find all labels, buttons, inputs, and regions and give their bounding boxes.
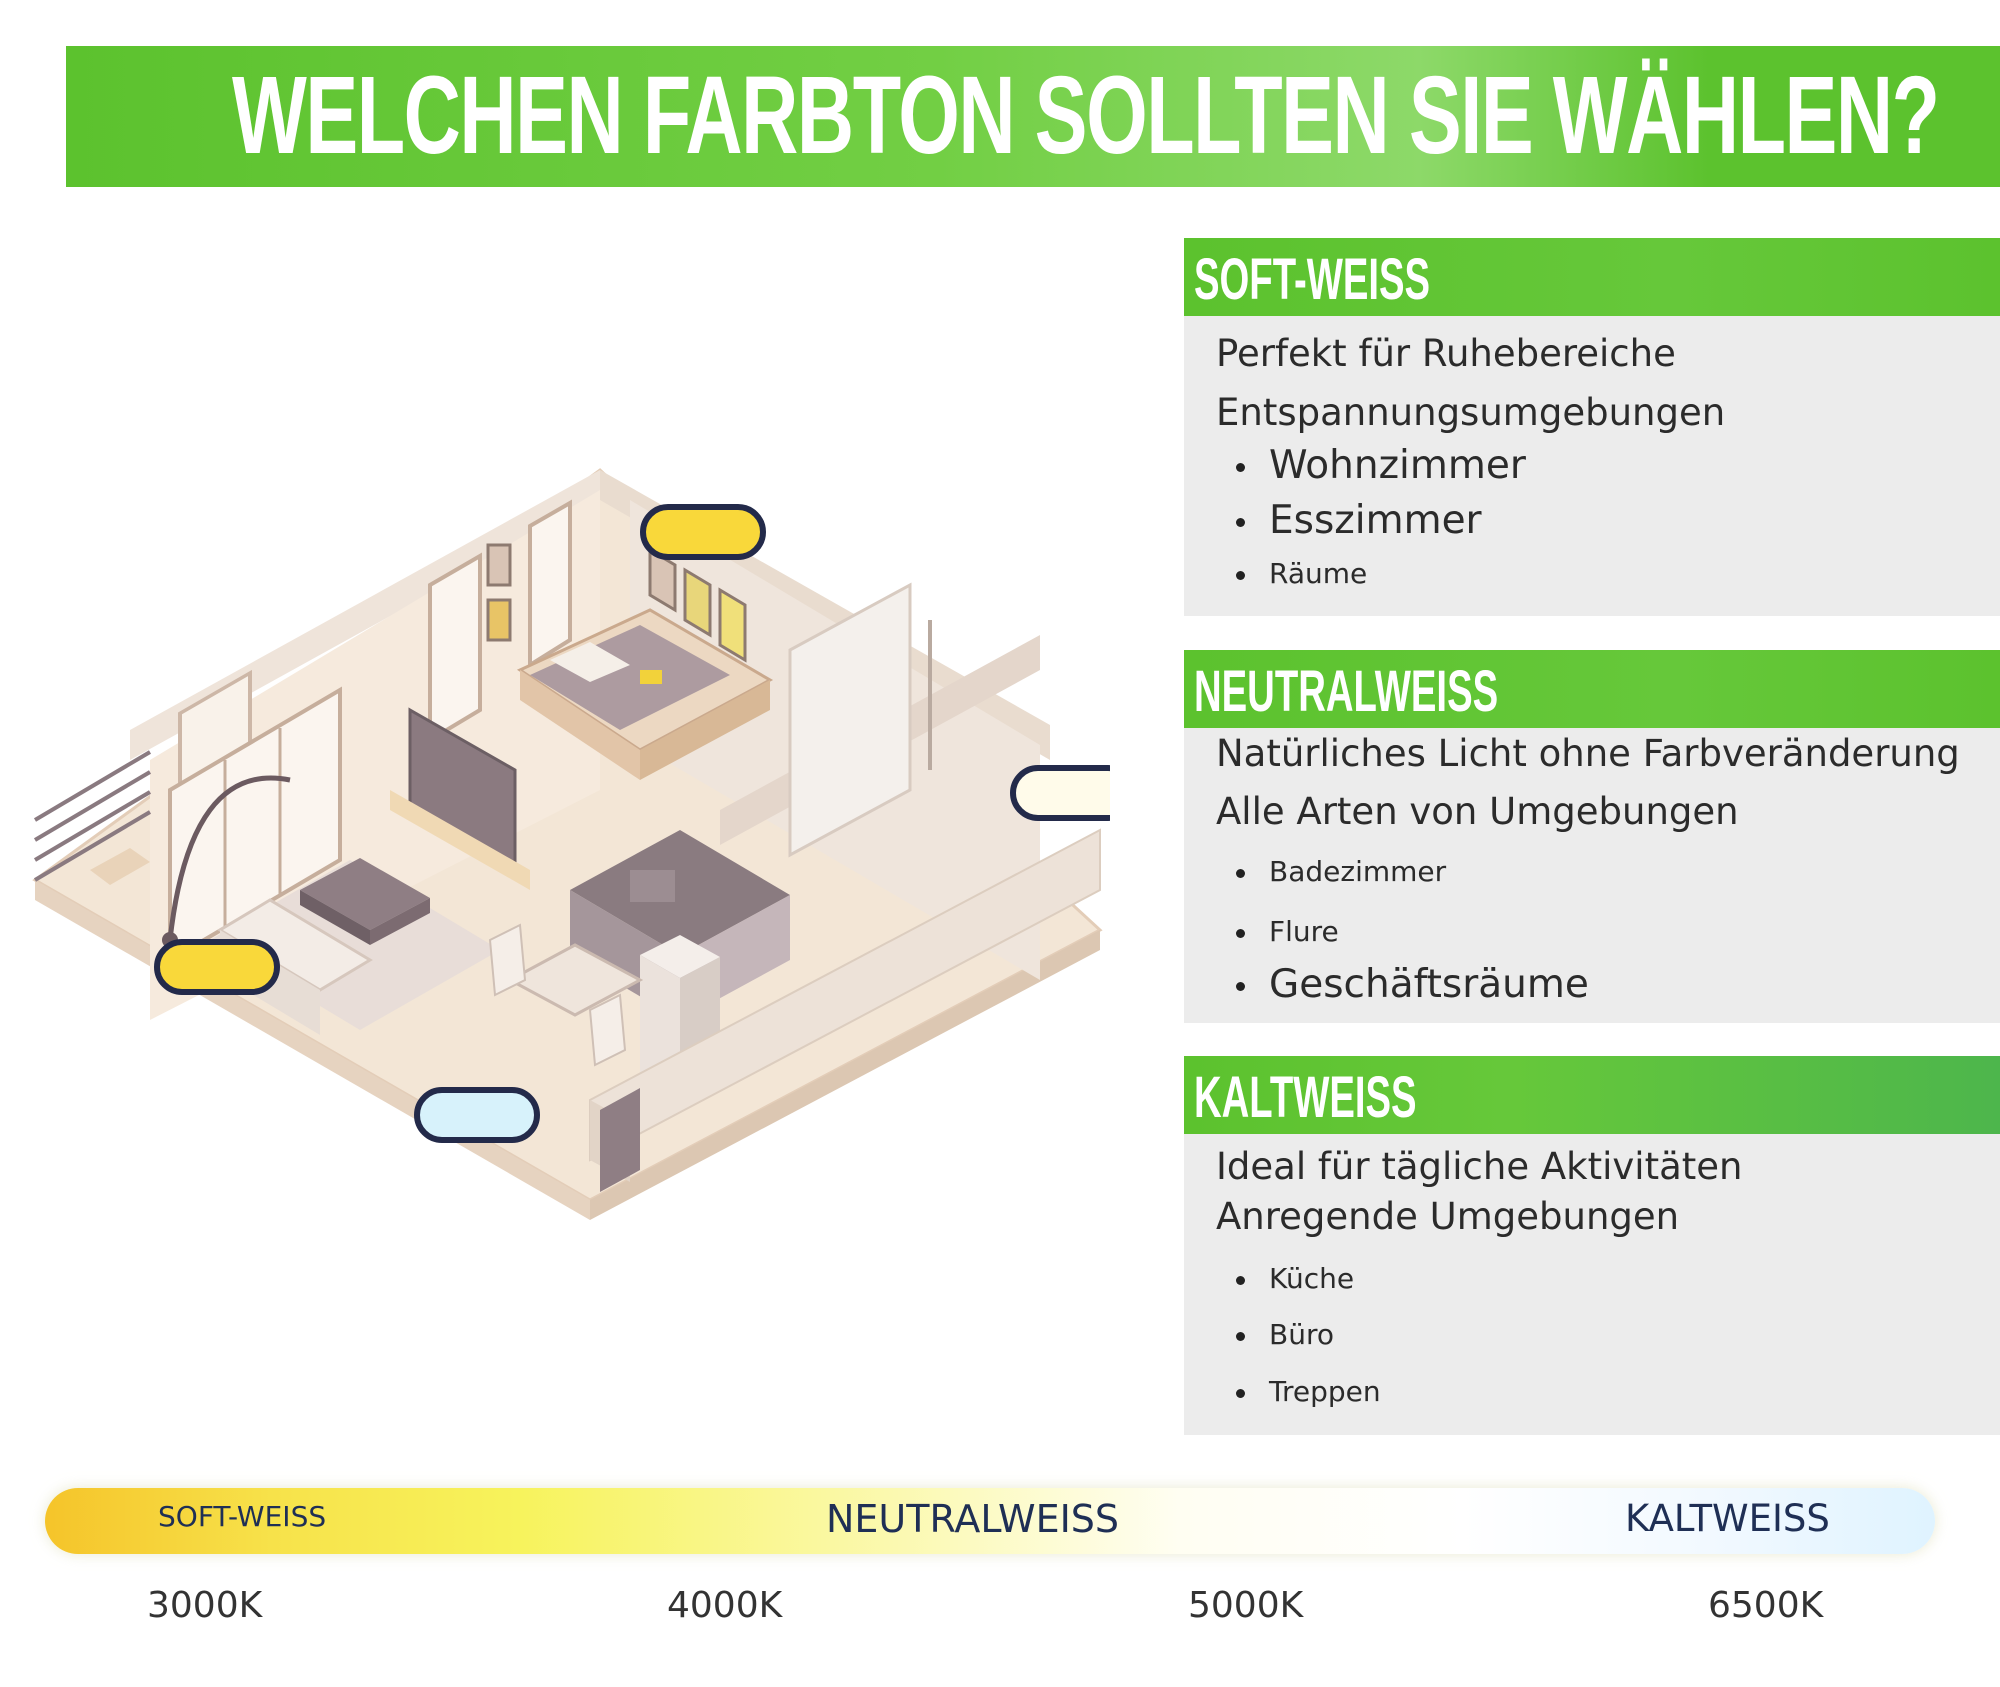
soft-white-header: SOFT-WEISS [1184, 238, 2000, 316]
neutral-white-title: NEUTRALWEISS [1194, 659, 1499, 724]
list-item: Badezimmer [1236, 855, 1446, 888]
cold-white-line-2: Anregende Umgebungen [1216, 1195, 1680, 1238]
apartment-illustration [32, 468, 1110, 1220]
list-item: Flure [1236, 915, 1339, 948]
kelvin-label-6500: 6500K [1708, 1585, 1824, 1626]
color-temperature-bar [45, 1488, 1935, 1554]
neutral-white-header: NEUTRALWEISS [1184, 650, 2000, 728]
bullet-icon [1236, 868, 1245, 878]
list-item: Wohnzimmer [1236, 443, 1526, 488]
bullet-icon [1236, 982, 1245, 991]
neutral-white-line-1: Natürliches Licht ohne Farbveränderung [1216, 732, 1960, 775]
cold-white-line-1: Ideal für tägliche Aktivitäten [1216, 1145, 1743, 1188]
list-item: Büro [1236, 1318, 1334, 1351]
neutral-white-line-2: Alle Arten von Umgebungen [1216, 790, 1739, 833]
soft-white-line-1: Perfekt für Ruhebereiche [1216, 332, 1676, 375]
bullet-icon [1236, 1388, 1245, 1398]
scale-label-neutral-white: NEUTRALWEISS [826, 1497, 1120, 1541]
cold-white-title: KALTWEISS [1194, 1065, 1417, 1130]
neutral-white-indicator [1010, 765, 1110, 821]
page-title: WELCHEN FARBTON SOLLTEN SIE WÄHLEN? [232, 54, 1940, 177]
scale-label-soft-white: SOFT-WEISS [158, 1500, 327, 1533]
living-rug [210, 860, 500, 1030]
bullet-icon [1236, 463, 1245, 472]
kelvin-label-5000: 5000K [1188, 1585, 1304, 1626]
soft-white-panel [1184, 316, 2000, 616]
scale-label-cold-white: KALTWEISS [1625, 1497, 1830, 1540]
fridge [640, 935, 720, 978]
cold-white-indicator [414, 1087, 540, 1143]
soft-white-indicator-living [154, 939, 280, 995]
neutral-white-panel [1184, 727, 2000, 1023]
bullet-icon [1236, 928, 1245, 938]
soft-white-indicator [640, 504, 766, 560]
soft-white-line-2: Entspannungsumgebungen [1216, 391, 1726, 434]
dining-table [506, 943, 644, 1017]
list-item: Geschäftsräume [1236, 962, 1589, 1007]
list-item: Esszimmer [1236, 498, 1482, 543]
bullet-icon [1236, 1275, 1245, 1285]
kelvin-label-3000: 3000K [147, 1585, 263, 1626]
kitchen-counter [570, 830, 790, 955]
list-item: Räume [1236, 557, 1367, 590]
cold-white-panel [1184, 1133, 2000, 1435]
kelvin-label-4000: 4000K [667, 1585, 783, 1626]
cold-white-header: KALTWEISS [1184, 1056, 2000, 1134]
bullet-icon [1236, 1331, 1245, 1341]
soft-white-title: SOFT-WEISS [1194, 247, 1431, 312]
list-item: Küche [1236, 1262, 1354, 1295]
bullet-icon [1236, 570, 1245, 580]
header-bar [66, 46, 2000, 187]
coffee-table [300, 858, 430, 930]
list-item: Treppen [1236, 1375, 1381, 1408]
bullet-icon [1236, 518, 1245, 527]
